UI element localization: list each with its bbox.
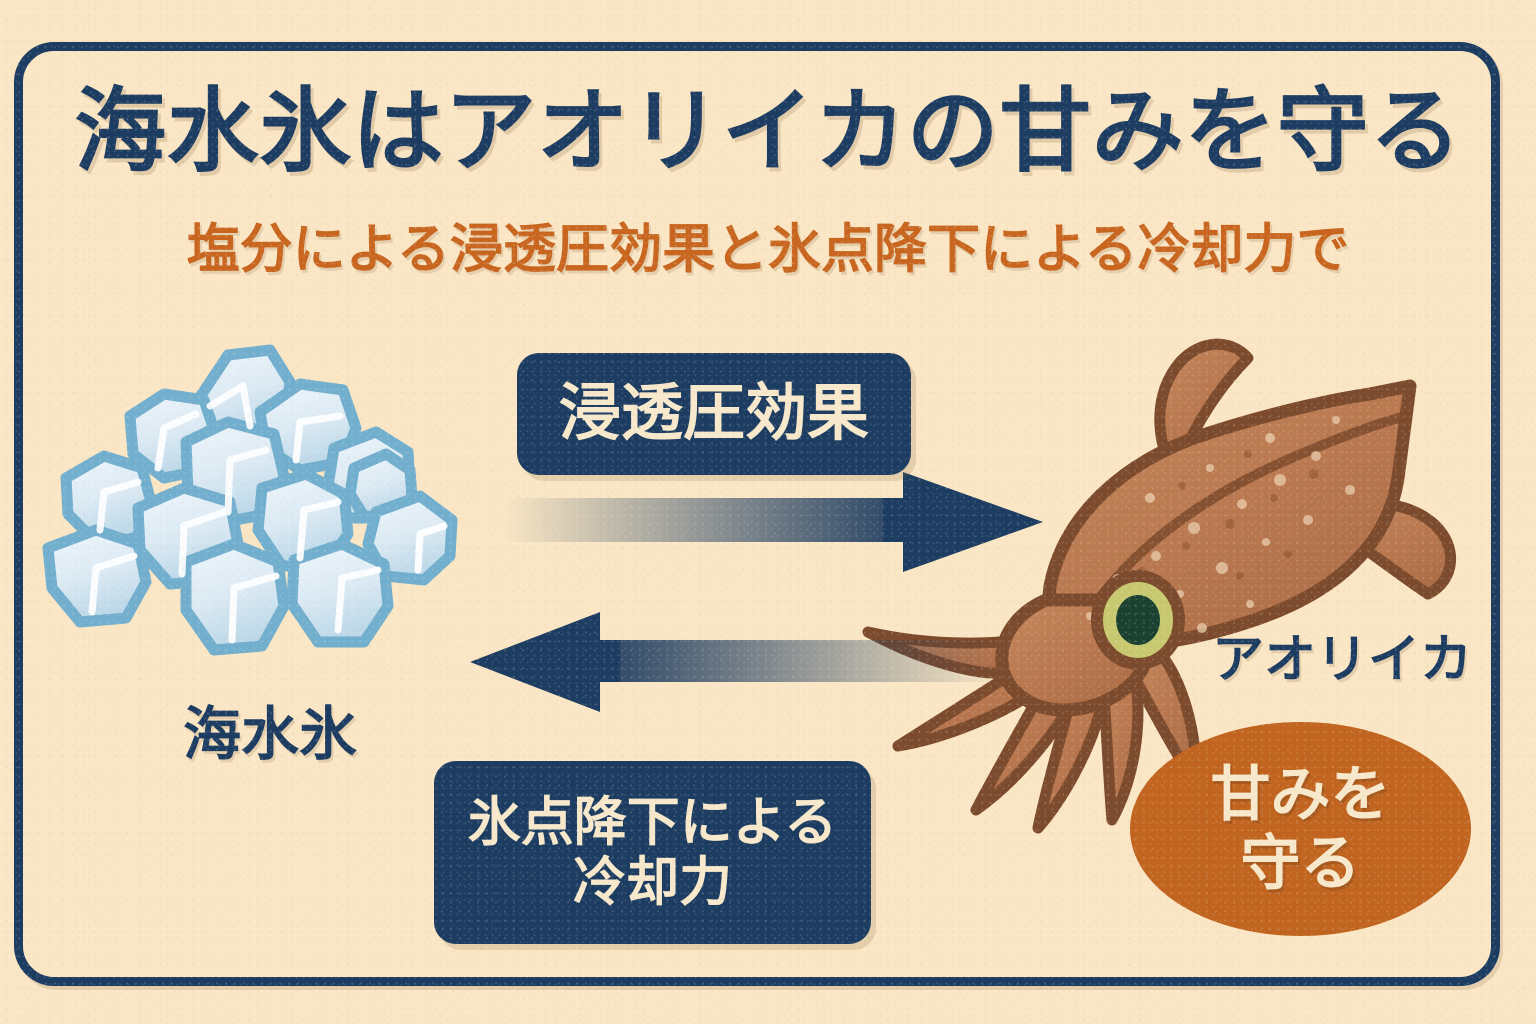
arrow-left-icon: [470, 612, 1000, 712]
badge-line2: 守る: [1240, 830, 1361, 897]
badge-line1: 甘みを: [1210, 761, 1391, 828]
page-title: 海水氷はアオリイカの甘みを守る: [74, 81, 1462, 183]
status-badge-sweetness: 甘みを 守る: [1130, 722, 1471, 936]
poster-frame: [14, 42, 1500, 986]
arrow-right-icon: [503, 472, 1043, 572]
callout-cooling-line2: 冷却力: [572, 852, 732, 912]
label-seawater-ice: 海水氷: [182, 702, 357, 767]
label-aori-squid: アオリイカ: [1212, 631, 1473, 689]
ice-cubes-icon: [42, 344, 458, 656]
callout-osmotic-label: 浸透圧効果: [558, 379, 869, 449]
callout-osmotic-effect[interactable]: 浸透圧効果: [517, 353, 911, 475]
callout-cooling-line1: 氷点降下による: [467, 793, 838, 853]
page-subtitle: 塩分による浸透圧効果と氷点降下による冷却力で: [186, 220, 1350, 279]
squid-icon: [862, 338, 1456, 834]
callout-cooling-power[interactable]: 氷点降下による 冷却力: [434, 761, 871, 944]
